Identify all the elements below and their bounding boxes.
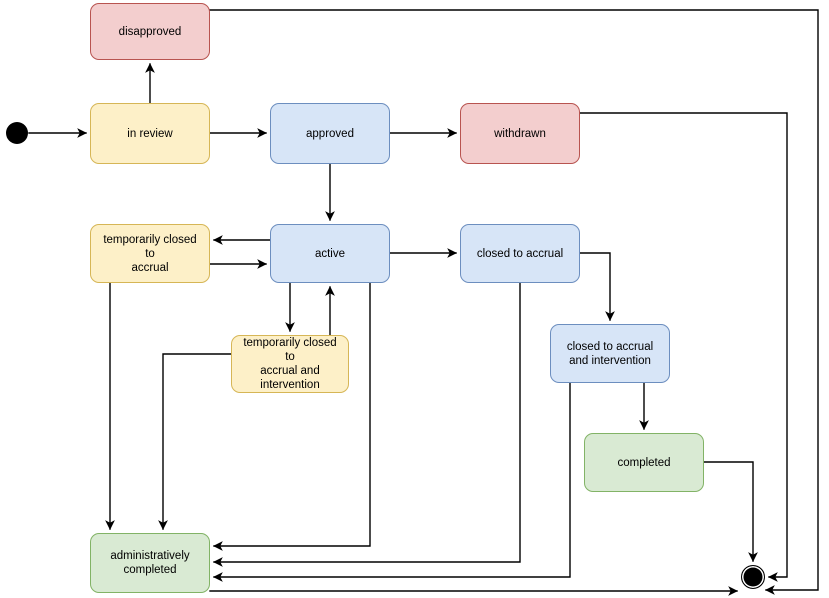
state-closed-to-accrual-and-intervention[interactable]: closed to accrual and intervention [550,324,670,383]
state-in-review[interactable]: in review [90,103,210,164]
state-closed-to-accrual[interactable]: closed to accrual [460,224,580,283]
initial-node [6,122,28,144]
edge-disapproved-to-final [209,9,819,595]
state-disapproved[interactable]: disapproved [90,3,210,60]
edge-temp-closed-accrual-intervention-to-admin-completed [158,353,232,530]
edge-closed-accrual-to-admin-completed [213,282,521,567]
state-administratively-completed[interactable]: administratively completed [90,533,210,593]
final-node [741,565,765,589]
edge-completed-to-final [703,461,758,562]
edge-active-to-admin-completed [213,282,371,551]
state-withdrawn[interactable]: withdrawn [460,103,580,164]
state-temporarily-closed-to-accrual-and-intervention[interactable]: temporarily closed to accrual and interv… [231,335,349,393]
state-completed[interactable]: completed [584,433,704,492]
edge-closed-accrual-intervention-to-admin-completed [213,382,571,582]
state-active[interactable]: active [270,224,390,283]
state-temporarily-closed-to-accrual[interactable]: temporarily closed to accrual [90,224,210,283]
state-approved[interactable]: approved [270,103,390,164]
edge-closed-accrual-to-closed-accrual-intervention [579,252,615,321]
